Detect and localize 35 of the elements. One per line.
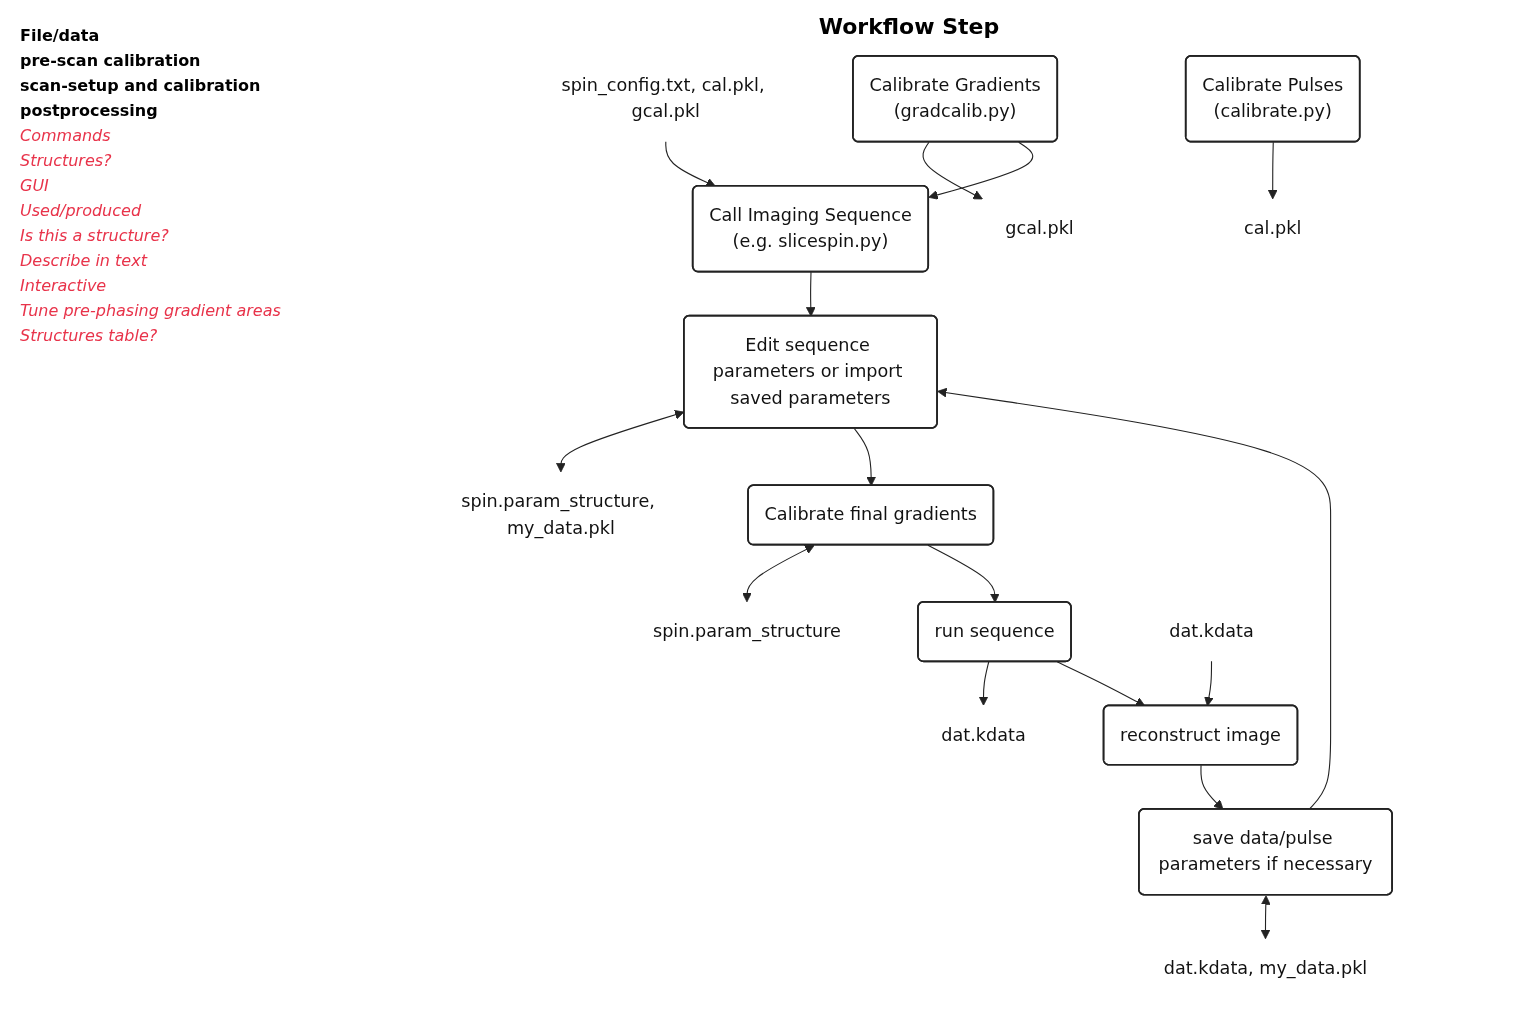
arrow xyxy=(927,544,1000,603)
handwritten-note: Commands xyxy=(20,126,112,145)
handwritten-note: Tune pre-phasing gradient areas xyxy=(20,301,282,320)
arrow xyxy=(805,271,816,317)
bracket-label: postprocessing xyxy=(20,101,159,120)
arrow xyxy=(1200,764,1224,810)
handwritten-note: Is this a structure? xyxy=(20,226,170,245)
arrow xyxy=(853,427,876,487)
bracket-label: pre-scan calibration xyxy=(20,51,202,70)
bracket-label: scan-setup and calibration xyxy=(20,76,262,95)
arrow xyxy=(1267,141,1278,200)
handwritten-note: Describe in text xyxy=(20,251,149,270)
node-text: cal.pkl xyxy=(1244,217,1302,239)
node-text: dat.kdata xyxy=(1169,620,1254,642)
column-heading: File/data xyxy=(20,26,101,45)
handwritten-note: Used/produced xyxy=(20,201,143,220)
node-text: dat.kdata, my_data.pkl xyxy=(1163,957,1368,979)
arrow xyxy=(978,661,990,706)
arrow xyxy=(937,387,1332,810)
arrow xyxy=(1056,661,1146,707)
node-text: dat.kdata xyxy=(941,724,1026,745)
handwritten-note: Structures table? xyxy=(20,326,159,345)
arrow xyxy=(742,544,815,603)
node-text: spin.param_structure, my_data.pkl xyxy=(461,490,655,539)
column-heading: Workflow Step xyxy=(818,14,1000,39)
handwritten-note: Interactive xyxy=(20,276,108,295)
handwritten-note: Structures? xyxy=(20,151,113,170)
arrow xyxy=(922,141,983,200)
arrow xyxy=(1204,660,1214,707)
handwritten-note: GUI xyxy=(20,176,50,195)
node-text: spin_config.txt, cal.pkl, gcal.pkl xyxy=(561,74,765,122)
node-text: gcal.pkl xyxy=(1005,217,1074,239)
node-text: spin.param_structure xyxy=(652,620,841,642)
arrow xyxy=(928,141,1034,200)
arrow xyxy=(1260,895,1271,940)
